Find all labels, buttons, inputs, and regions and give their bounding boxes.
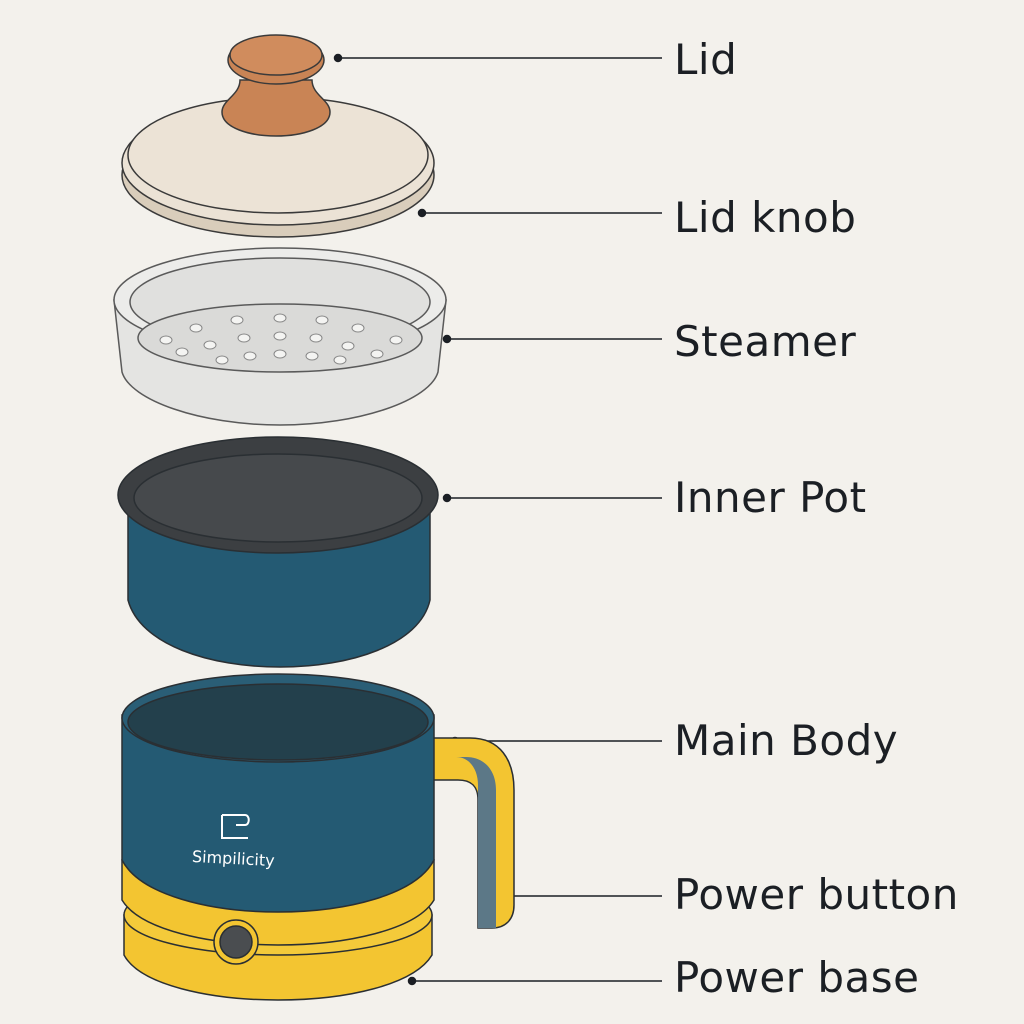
inner-pot: [117, 436, 439, 668]
label-inner-pot: Inner Pot: [674, 473, 867, 522]
label-lid: Lid: [674, 35, 738, 84]
label-main-body: Main Body: [674, 716, 899, 765]
label-lid-knob: Lid knob: [674, 193, 857, 242]
lid: [121, 34, 435, 238]
main-body: [121, 673, 435, 913]
steamer: [113, 247, 447, 426]
brand-logo-icon: [221, 814, 250, 839]
label-steamer: Steamer: [674, 317, 857, 366]
power-button-icon: [213, 919, 259, 965]
handle: [418, 737, 515, 929]
label-power-base: Power base: [674, 953, 920, 1002]
label-power-button: Power button: [674, 870, 959, 919]
